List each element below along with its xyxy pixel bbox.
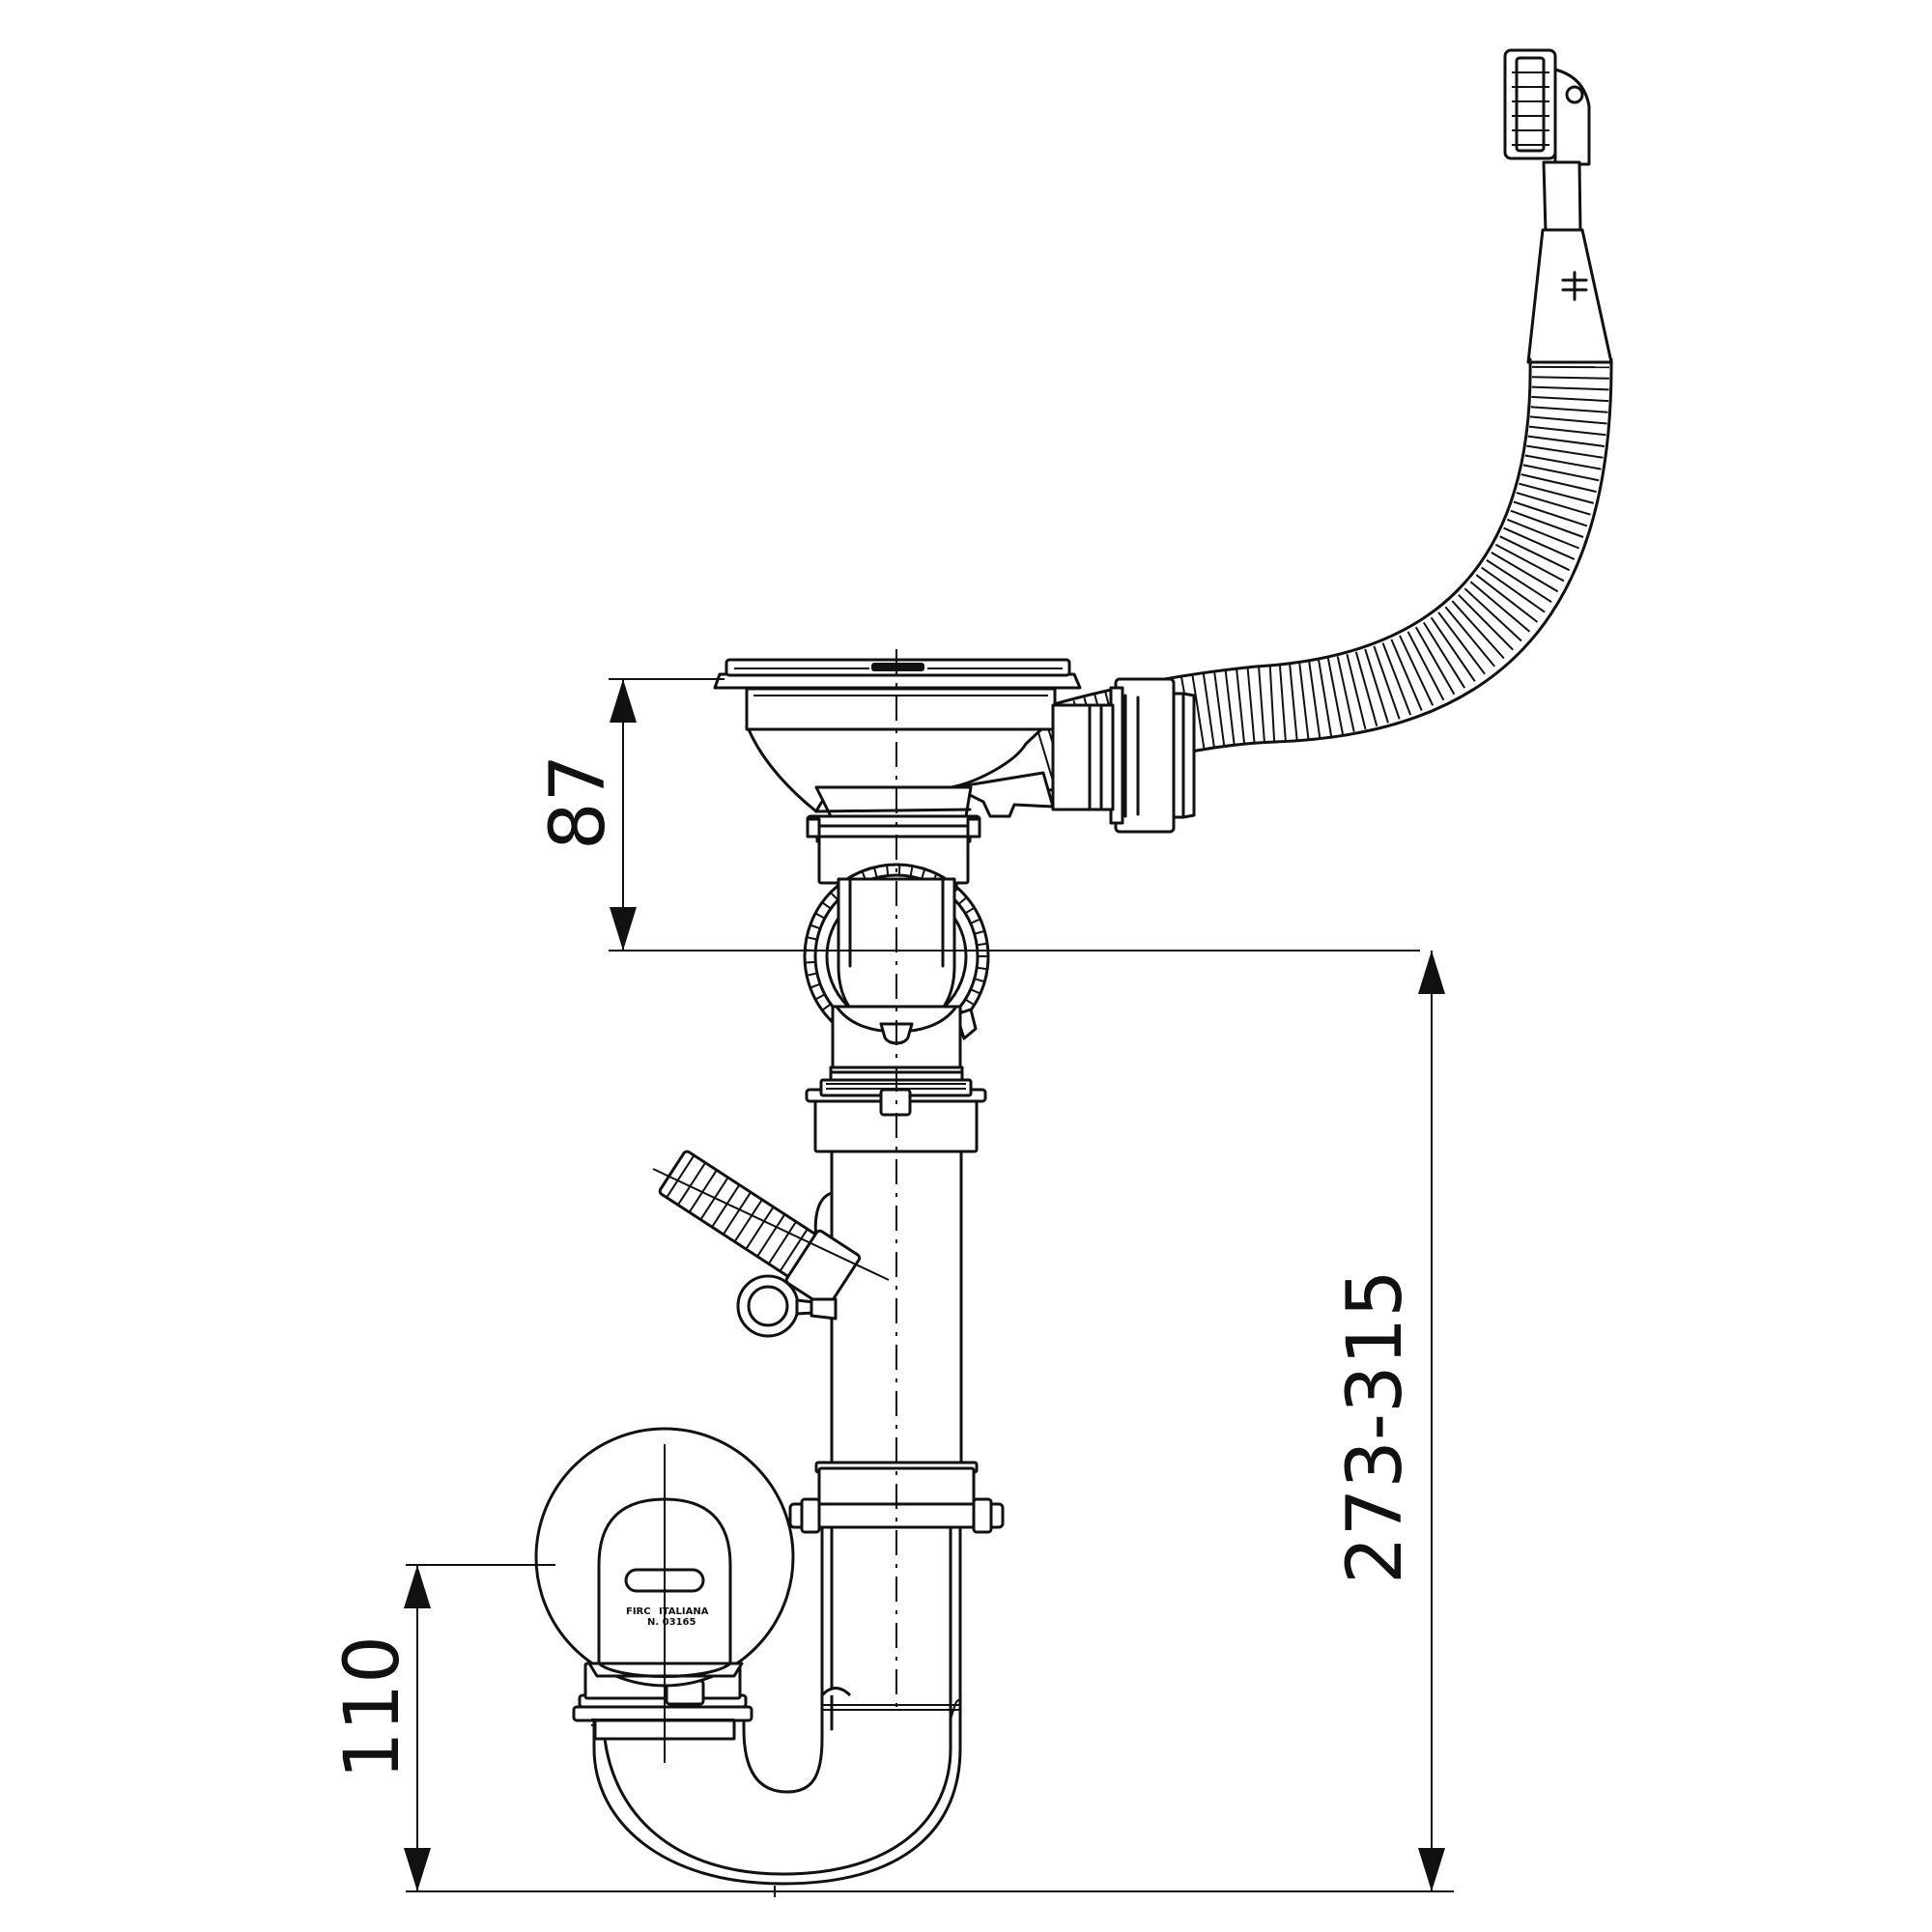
s-trap: FIRC ITALIANA N. 03165 bbox=[534, 1427, 962, 1886]
overflow-hose bbox=[1031, 48, 1613, 834]
trap-origin-text: ITALIANA bbox=[659, 1606, 709, 1617]
trap-code-text: N. 03165 bbox=[647, 1617, 696, 1628]
dimension-273-315-label: 273-315 bbox=[1332, 1269, 1419, 1584]
dimension-110: 110 bbox=[329, 1564, 1454, 1892]
basket-strainer bbox=[713, 658, 1115, 818]
trap-brand-text: FIRC bbox=[626, 1606, 651, 1617]
dimension-110-label: 110 bbox=[329, 1635, 416, 1779]
base-marker bbox=[769, 1886, 781, 1897]
trap-bottle-ball: FIRC ITALIANA N. 03165 bbox=[534, 1427, 795, 1763]
hose-coupling-nut bbox=[1109, 677, 1196, 834]
dimension-87-label: 87 bbox=[535, 754, 622, 850]
dimension-273-315: 273-315 bbox=[1332, 951, 1445, 1891]
overflow-head bbox=[1503, 48, 1591, 166]
appliance-inlet-branch bbox=[652, 1150, 890, 1338]
centerlines bbox=[664, 649, 897, 1710]
dimension-87: 87 bbox=[535, 678, 1420, 952]
